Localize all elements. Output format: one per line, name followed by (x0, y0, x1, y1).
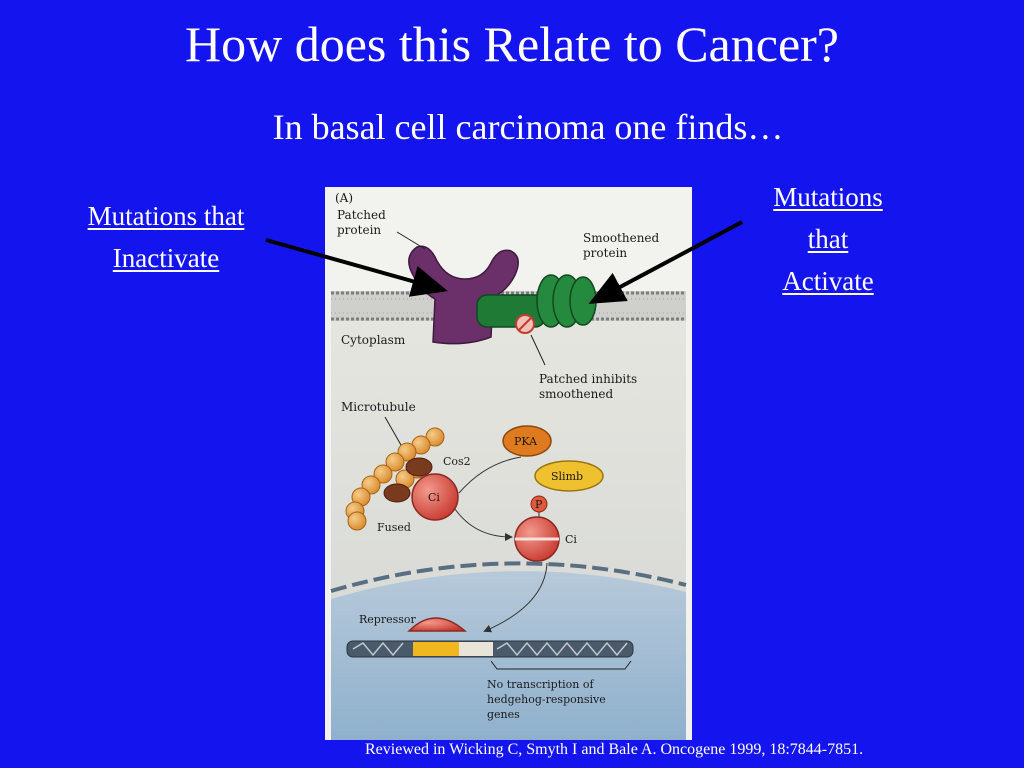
pka-shape (502, 425, 552, 457)
pka-label: PKA (514, 435, 538, 448)
fused-label: Fused (377, 521, 411, 534)
citation: Reviewed in Wicking C, Smyth I and Bale … (365, 741, 864, 758)
microtubule-beads (345, 427, 445, 531)
ci-complex-label: Ci (428, 491, 440, 504)
dna-strand (346, 640, 634, 658)
cos2-shape (383, 457, 433, 503)
inhibits-label-2: smoothened (539, 387, 613, 401)
inhibits-leader-line (530, 334, 546, 366)
hedgehog-pathway-figure: (A) Patched protein Smoothened protein C… (325, 187, 692, 740)
inhibits-label-1: Patched inhibits (539, 372, 637, 386)
no-transcription-line-1: No transcription of (487, 678, 594, 691)
slimb-shape (534, 460, 604, 492)
ci-free-label: Ci (565, 533, 577, 546)
panel-label: (A) (335, 191, 353, 205)
activate-mutations-label: Mutations that Activate (756, 176, 900, 302)
inactivate-label-line-1: Mutations that (87, 201, 245, 231)
ci-to-repressor-arrow (483, 562, 548, 633)
cycle-arrow-top (458, 456, 522, 494)
no-transcription-line-2: hedgehog-responsive (487, 693, 606, 706)
inactivate-mutations-label: Mutations that Inactivate (62, 195, 270, 279)
activate-label-line-1: Mutations (773, 182, 883, 212)
patched-label-2: protein (337, 223, 381, 237)
slide-subtitle: In basal cell carcinoma one finds… (272, 107, 784, 147)
smoothened-label-2: protein (583, 246, 627, 260)
slimb-label: Slimb (551, 470, 583, 483)
repressor-shape (407, 617, 468, 632)
ci-free-shape (514, 516, 560, 562)
cos2-label: Cos2 (443, 455, 471, 468)
slide-title: How does this Relate to Cancer? (185, 16, 839, 72)
microtubule-label: Microtubule (341, 400, 416, 414)
gene-bracket (490, 660, 632, 670)
patched-label-1: Patched (337, 208, 386, 222)
inactivate-label-line-2: Inactivate (112, 243, 220, 273)
activate-label-line-2: that (807, 224, 849, 254)
no-transcription-line-3: genes (487, 708, 520, 721)
phosphate-label: P (535, 498, 543, 511)
repressor-label: Repressor (359, 613, 417, 626)
smoothened-label-1: Smoothened (583, 231, 660, 245)
ci-complex-shape (411, 473, 459, 521)
microtubule-leader-line (384, 416, 402, 446)
inhibition-icon (515, 314, 535, 334)
cytoplasm-label: Cytoplasm (341, 333, 406, 347)
cycle-arrow-bottom (454, 508, 513, 541)
activate-label-line-3: Activate (782, 266, 874, 296)
